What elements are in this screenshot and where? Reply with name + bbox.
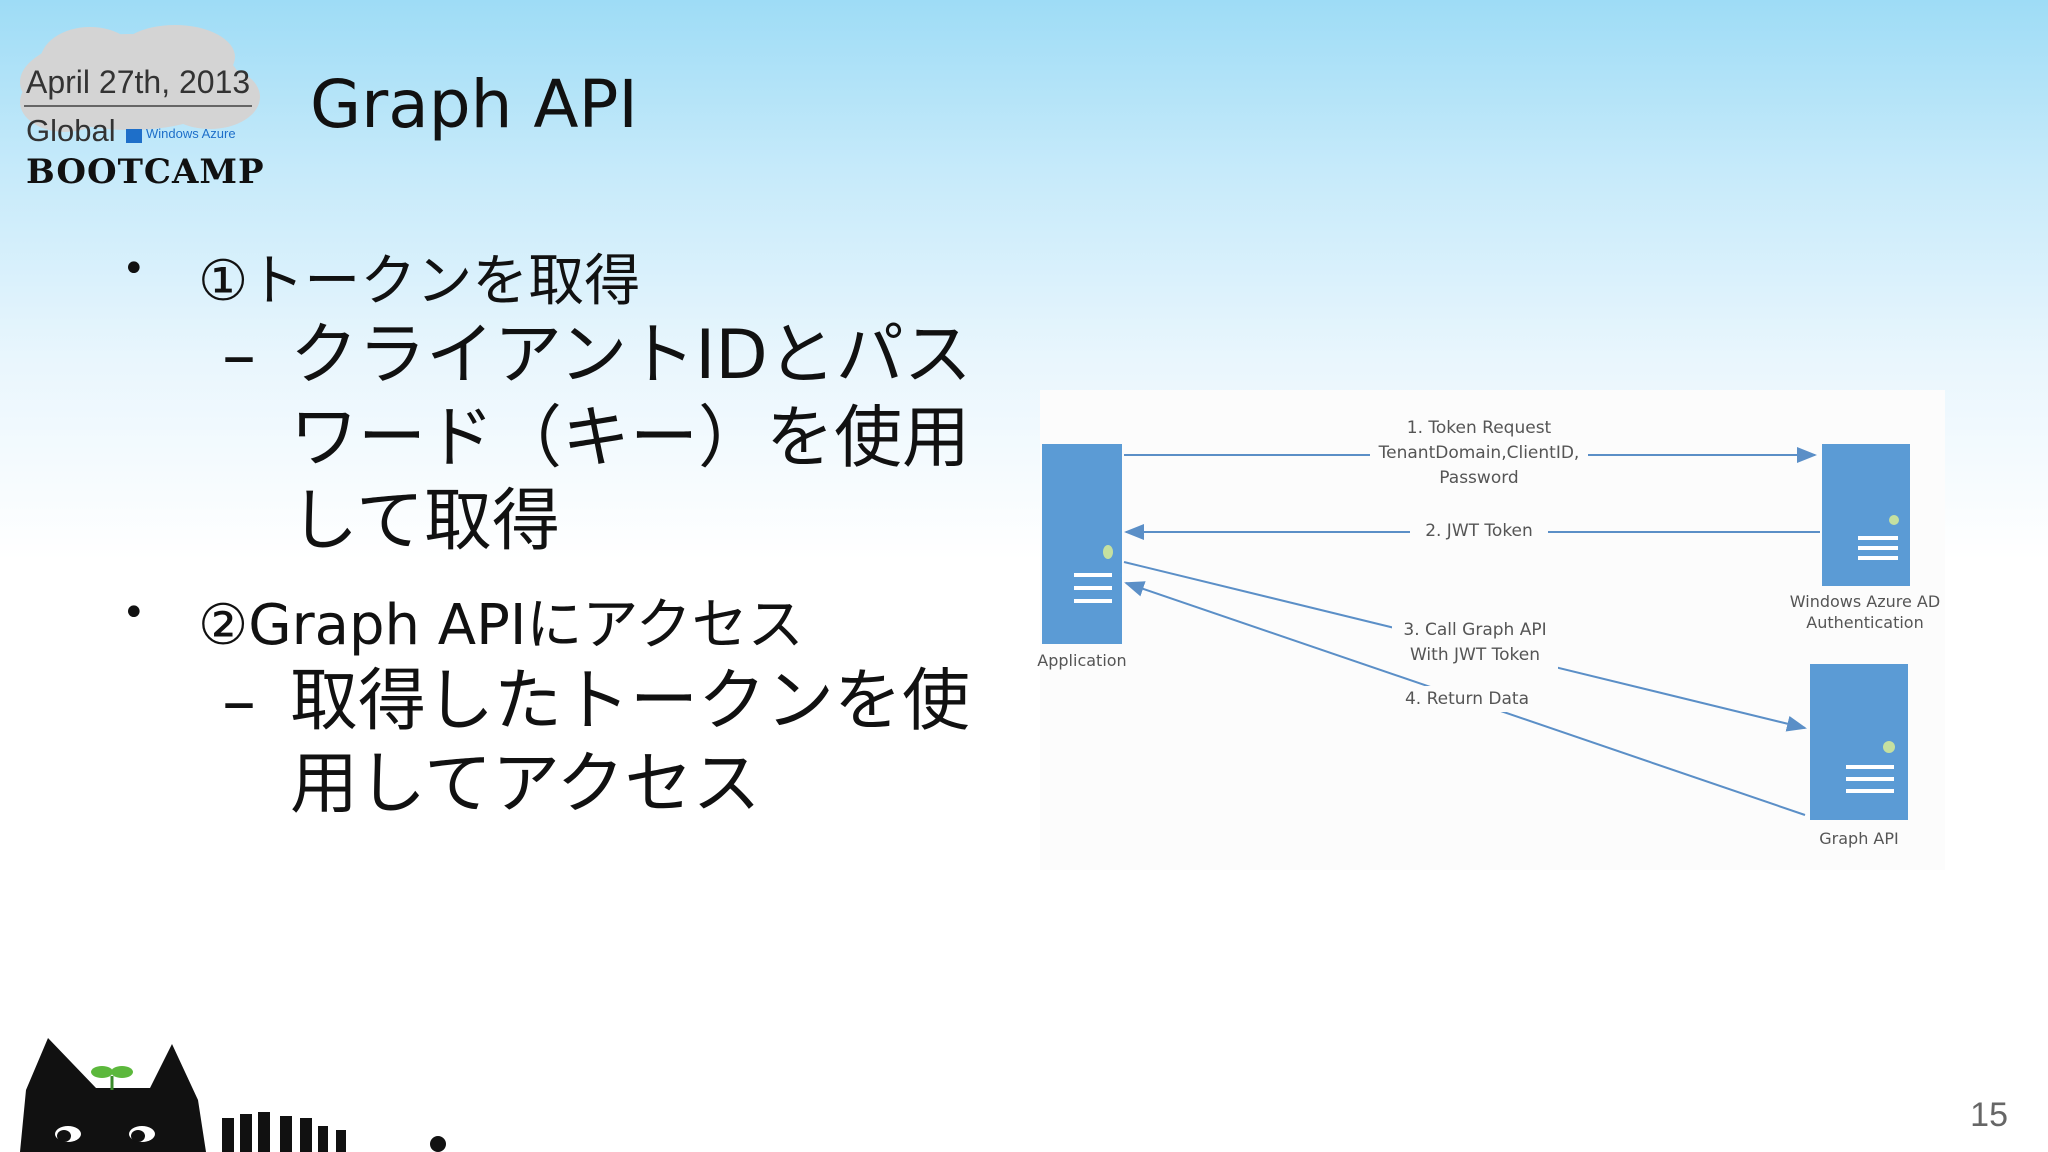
bullet-2: ②Graph APIにアクセス [198, 593, 804, 658]
node-label-azure-ad: Windows Azure AD Authentication [1780, 591, 1950, 633]
bullet-dot: • [122, 246, 146, 292]
message-line: Password [1439, 468, 1519, 488]
logo-bootcamp: BOOTCAMP [26, 152, 265, 192]
message-call-graph: 3. Call Graph API With JWT Token [1392, 618, 1558, 668]
sub-bullet-dash: – [222, 316, 256, 395]
logo-date: April 27th, 2013 [26, 64, 251, 100]
message-jwt-token: 2. JWT Token [1425, 521, 1533, 541]
windows-icon [126, 129, 142, 143]
diagram-canvas [1042, 414, 1910, 820]
message-line: 3. Call Graph API [1403, 620, 1547, 640]
slide-title: Graph API [310, 66, 638, 143]
sub-bullet-dash: – [222, 662, 256, 741]
bootcamp-logo: April 27th, 2013 Global Windows Azure BO… [10, 12, 270, 192]
application-server-icon [1042, 444, 1122, 644]
message-line: 1. Token Request [1406, 418, 1552, 438]
message-token-request: 1. Token Request TenantDomain,ClientID, … [1370, 416, 1588, 491]
node-label-graph-api: Graph API [1819, 829, 1899, 848]
graph-api-server-icon [1810, 664, 1908, 820]
node-label-line: Windows Azure AD [1789, 592, 1941, 611]
sub-bullet-1-line-1: クライアントIDとパス [290, 316, 972, 395]
sub-bullet-2-line-1: 取得したトークンを使 [290, 662, 971, 741]
node-label-application: Application [1037, 651, 1127, 670]
node-label-line: Authentication [1806, 613, 1924, 632]
bullet-dot: • [122, 590, 146, 636]
cat-mascot-icon [20, 1038, 446, 1152]
sub-bullet-2-line-2: 用してアクセス [290, 745, 761, 824]
page-number: 15 [1970, 1096, 2008, 1134]
message-line: With JWT Token [1410, 645, 1540, 665]
logo-global: Global [26, 113, 116, 148]
azure-ad-server-icon [1822, 444, 1910, 586]
message-line: TenantDomain,ClientID, [1378, 443, 1580, 463]
bullet-1: ①トークンを取得 [198, 249, 641, 314]
sub-bullet-1-line-3: して取得 [290, 482, 560, 561]
logo-divider [24, 105, 252, 107]
logo-azure: Windows Azure [146, 126, 236, 141]
message-return-data: 4. Return Data [1404, 689, 1530, 709]
sub-bullet-1-line-2: ワード（キー）を使用 [290, 399, 971, 478]
graph-api-flow-diagram: 1. Token Request TenantDomain,ClientID, … [1037, 390, 1945, 870]
